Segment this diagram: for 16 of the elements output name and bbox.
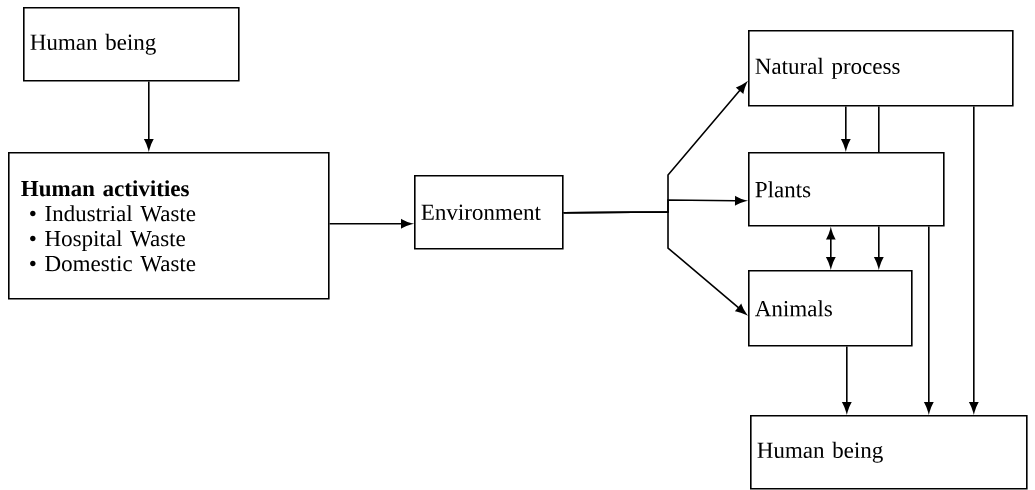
process-box: Plants — [748, 152, 945, 227]
process-box: Natural process — [748, 30, 1014, 107]
process-box: Human activities • Industrial Waste • Hospital Waste • Domestic Waste — [8, 152, 330, 300]
process-box: Animals — [748, 270, 913, 347]
arrow — [874, 225, 884, 268]
arrow — [969, 105, 979, 413]
arrow — [842, 345, 852, 413]
arrow — [144, 80, 154, 150]
process-box: Human being — [23, 7, 240, 82]
arrow — [841, 105, 851, 150]
arrow — [826, 229, 836, 268]
arrow — [328, 219, 412, 229]
arrow — [924, 225, 934, 413]
arrow — [562, 211, 747, 315]
process-box: Human being — [750, 415, 1028, 490]
process-box: Environment — [414, 175, 564, 250]
